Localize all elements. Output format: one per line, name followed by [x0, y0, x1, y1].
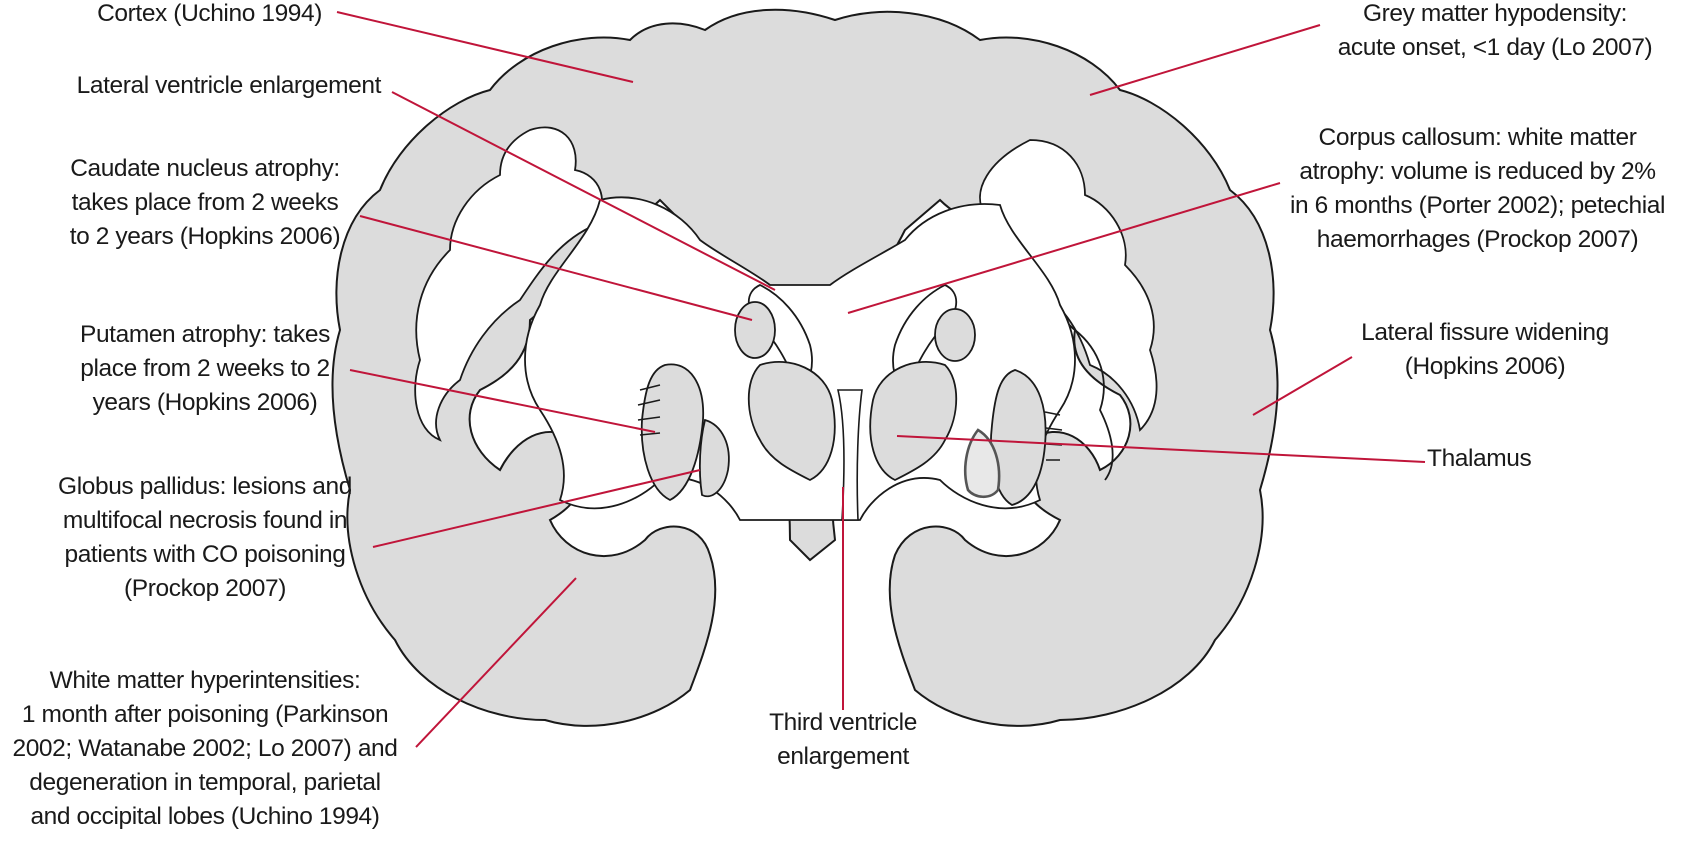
right-thalamus	[869, 361, 958, 482]
left-putamen	[640, 363, 704, 502]
label-caudate-line-3: to 2 years (Hopkins 2006)	[69, 223, 341, 250]
label-white-matter-line-4: degeneration in temporal, parietal	[29, 769, 381, 796]
label-third-ventricle: Third ventricle enlargement	[743, 706, 943, 774]
label-white-matter-line-5: and occipital lobes (Uchino 1994)	[30, 803, 380, 830]
leader-line-grey-matter	[1089, 24, 1321, 96]
left-globus-pallidus	[698, 418, 730, 498]
label-lateral-ventricle-line: Lateral ventricle enlargement	[76, 72, 382, 99]
label-white-matter-line-2: 1 month after poisoning (Parkinson	[21, 701, 389, 728]
right-caudate-nucleus	[934, 308, 976, 362]
left-insula-folds	[637, 384, 661, 436]
label-cortex: Cortex (Uchino 1994)	[97, 0, 322, 31]
leader-line-globus-pallidus	[372, 469, 701, 548]
label-globus-pallidus-line-4: (Prockop 2007)	[124, 575, 286, 602]
leader-line-putamen	[349, 369, 656, 433]
leader-line-lateral-fissure	[1252, 356, 1353, 416]
label-corpus-callosum: Corpus callosum: white matter atrophy: v…	[1275, 121, 1680, 257]
left-hemisphere-inner-fold	[414, 126, 603, 442]
label-caudate: Caudate nucleus atrophy: takes place fro…	[55, 152, 355, 254]
label-white-matter-line-1: White matter hyperintensities:	[49, 667, 361, 694]
label-thalamus: Thalamus	[1427, 442, 1532, 476]
right-lateral-fissure	[1074, 329, 1114, 481]
label-lateral-fissure: Lateral fissure widening (Hopkins 2006)	[1340, 316, 1630, 384]
label-putamen: Putamen atrophy: takes place from 2 week…	[60, 318, 350, 420]
leader-line-lateral-ventricle	[391, 91, 776, 291]
left-thalamus	[747, 361, 836, 482]
left-caudate-nucleus	[734, 301, 776, 359]
label-corpus-callosum-line-4: haemorrhages (Prockop 2007)	[1316, 226, 1639, 253]
label-lateral-fissure-line-1: Lateral fissure widening	[1361, 319, 1609, 346]
label-lateral-ventricle: Lateral ventricle enlargement	[76, 69, 382, 103]
label-putamen-line-2: place from 2 weeks to 2	[80, 355, 330, 382]
leader-line-corpus-callosum	[847, 182, 1281, 314]
label-third-ventricle-line-1: Third ventricle	[769, 709, 917, 736]
label-corpus-callosum-line-1: Corpus callosum: white matter	[1318, 124, 1637, 151]
label-putamen-line-1: Putamen atrophy: takes	[80, 321, 330, 348]
label-grey-matter-line-2: acute onset, <1 day (Lo 2007)	[1337, 34, 1653, 61]
label-grey-matter: Grey matter hypodensity: acute onset, <1…	[1310, 0, 1680, 65]
label-corpus-callosum-line-3: in 6 months (Porter 2002); petechial	[1289, 192, 1666, 219]
label-caudate-line-1: Caudate nucleus atrophy:	[70, 155, 340, 182]
label-third-ventricle-line-2: enlargement	[777, 743, 909, 770]
leader-line-cortex	[336, 11, 634, 83]
label-lateral-fissure-line-2: (Hopkins 2006)	[1404, 353, 1566, 380]
label-cortex-line: Cortex (Uchino 1994)	[97, 0, 322, 27]
leader-lines	[336, 11, 1426, 748]
right-putamen	[990, 369, 1047, 506]
label-putamen-line-3: years (Hopkins 2006)	[92, 389, 318, 416]
label-caudate-line-2: takes place from 2 weeks	[71, 189, 339, 216]
leader-line-thalamus	[896, 435, 1426, 463]
label-white-matter: White matter hyperintensities: 1 month a…	[0, 664, 410, 834]
label-thalamus-line: Thalamus	[1427, 445, 1532, 472]
label-white-matter-line-3: 2002; Watanabe 2002; Lo 2007) and	[12, 735, 398, 762]
label-globus-pallidus-line-3: patients with CO poisoning	[64, 541, 346, 568]
leader-line-white-matter	[415, 577, 577, 748]
label-grey-matter-line-1: Grey matter hypodensity:	[1362, 0, 1628, 27]
deep-structures	[637, 284, 1114, 521]
label-globus-pallidus-line-2: multifocal necrosis found in	[62, 507, 348, 534]
label-globus-pallidus: Globus pallidus: lesions and multifocal …	[40, 470, 370, 606]
label-globus-pallidus-line-1: Globus pallidus: lesions and	[58, 473, 352, 500]
label-corpus-callosum-line-2: atrophy: volume is reduced by 2%	[1299, 158, 1656, 185]
right-insula-folds	[1044, 411, 1063, 461]
right-globus-pallidus	[963, 428, 1001, 499]
leader-line-caudate	[359, 215, 753, 321]
